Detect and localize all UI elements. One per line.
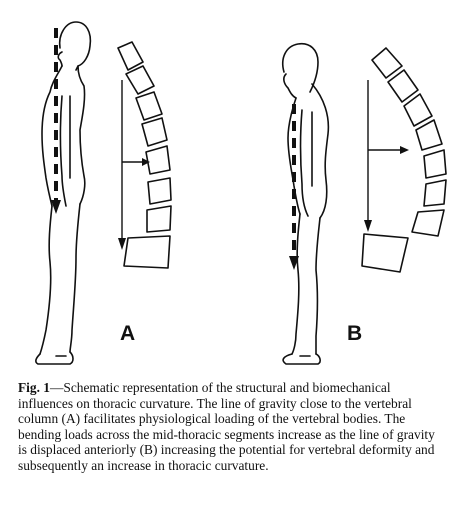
- gravity-arrowhead-a: [51, 200, 61, 214]
- caption-text: —Schematic representation of the structu…: [18, 380, 435, 473]
- gravity-arrowhead-b: [289, 256, 299, 270]
- figure-illustration: [35, 21, 447, 365]
- panel-label-b: B: [347, 322, 363, 345]
- panel-label-a: A: [120, 322, 136, 345]
- force-arrows-a: [121, 80, 145, 240]
- kyphotic-figure-b: [282, 42, 330, 365]
- force-arrows-b: [367, 80, 402, 222]
- upright-figure-a: [35, 21, 92, 365]
- figure-caption: Fig. 1—Schematic representation of the s…: [18, 380, 442, 474]
- figure-number: Fig. 1: [18, 380, 50, 395]
- spine-segments-a: [117, 41, 172, 269]
- spine-segments-b: [361, 47, 447, 273]
